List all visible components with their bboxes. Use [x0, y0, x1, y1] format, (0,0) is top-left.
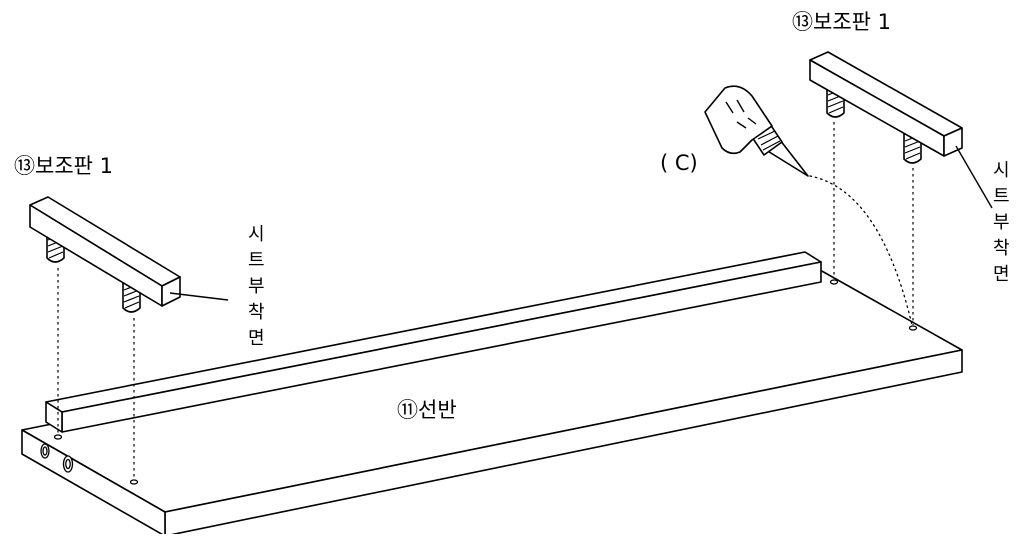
sheet-char: 트 [248, 250, 265, 271]
sheet-char: 시 [248, 224, 265, 245]
leader-right [955, 145, 993, 209]
shelf-edge-hole-2-inner [65, 458, 71, 470]
sheet-side-label-right: 시 트 부 착 면 [993, 160, 1010, 285]
label-support-left: ⑬보조판 1 [14, 154, 113, 178]
sheet-char: 착 [993, 238, 1010, 259]
support-left-end [161, 276, 181, 307]
leader-left [169, 292, 229, 301]
support-left [29, 196, 229, 479]
support-right [809, 51, 993, 325]
sheet-side-label-left: 시 트 부 착 면 [248, 224, 265, 349]
sheet-char: 시 [993, 160, 1010, 181]
shelf-dowel-hole-left-1 [53, 434, 63, 440]
sheet-char: 부 [248, 276, 265, 297]
shelf-edge-hole-1-inner [42, 446, 48, 456]
sheet-char: 착 [248, 302, 265, 323]
shelf-dowel-hole-left-2 [129, 479, 139, 485]
label-support-right: ⑬보조판 1 [792, 10, 891, 34]
shelf-panel [21, 269, 963, 537]
glue-bottle [704, 85, 913, 326]
shelf-dowel-hole-right-2 [908, 325, 918, 331]
glue-body [704, 85, 773, 155]
sheet-char: 면 [248, 328, 265, 349]
sheet-char: 트 [993, 186, 1010, 207]
sheet-char: 면 [993, 264, 1010, 285]
glue-path [809, 175, 913, 326]
sheet-char: 부 [993, 212, 1010, 233]
label-shelf: ⑪선반 [397, 398, 457, 422]
label-glue: ( C) [660, 151, 698, 175]
shelf-dowel-hole-right-1 [829, 279, 839, 285]
back-rail [45, 251, 822, 433]
